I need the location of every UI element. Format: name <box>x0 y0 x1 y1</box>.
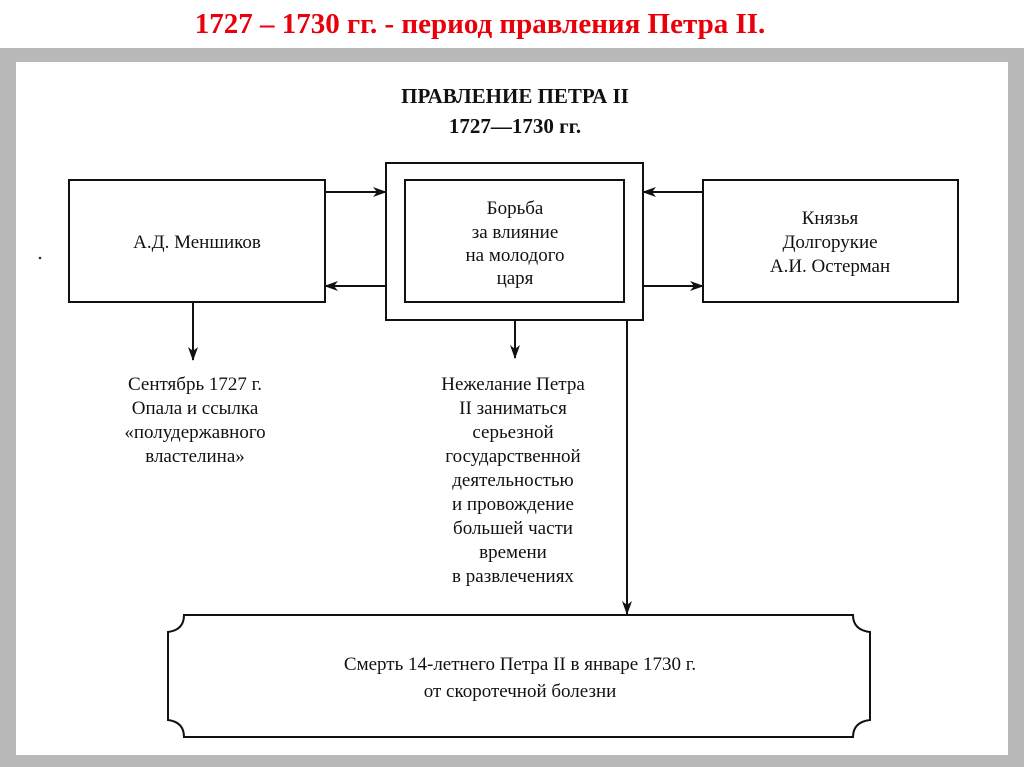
outcome-line: властелина» <box>145 446 245 467</box>
dolgorukie-box <box>702 179 959 303</box>
death-line: от скоротечной болезни <box>424 681 617 702</box>
diagram-canvas <box>16 62 1008 755</box>
outcome-line: «полудержавного <box>124 422 265 443</box>
outcome-line: в развлечениях <box>452 566 574 587</box>
menshikov-outcome: Сентябрь 1727 г. Опала и ссылка «полудер… <box>124 374 265 467</box>
dolgorukie-line: Князья <box>802 208 859 229</box>
struggle-line: за влияние <box>472 222 559 243</box>
outcome-line: государственной <box>445 446 580 467</box>
struggle-line: царя <box>497 268 534 289</box>
diagram-heading-years: 1727—1730 гг. <box>449 114 581 138</box>
dolgorukie-line: А.И. Остерман <box>770 256 890 277</box>
peter-outcome: Нежелание Петра II заниматься серьезной … <box>441 374 585 587</box>
outcome-line: Опала и ссылка <box>132 398 259 419</box>
menshikov-label: А.Д. Меншиков <box>133 232 261 253</box>
death-line: Смерть 14-летнего Петра II в январе 1730… <box>344 654 696 675</box>
struggle-line: Борьба <box>487 198 544 219</box>
outcome-line: Нежелание Петра <box>441 374 585 395</box>
outcome-line: времени <box>479 542 547 563</box>
dolgorukie-line: Долгорукие <box>782 232 877 253</box>
outcome-line: деятельностью <box>452 470 573 491</box>
outcome-line: большей части <box>453 518 573 539</box>
diagram-heading: ПРАВЛЕНИЕ ПЕТРА II <box>401 84 629 108</box>
dolgorukie-label: Князья Долгорукие А.И. Остерман <box>770 208 890 277</box>
menshikov-box <box>68 179 326 303</box>
outcome-line: серьезной <box>472 422 553 443</box>
struggle-box-inner <box>404 179 625 303</box>
outcome-line: Сентябрь 1727 г. <box>128 374 262 395</box>
struggle-label: Борьба за влияние на молодого царя <box>465 198 564 289</box>
slide-title: 1727 – 1730 гг. - период правления Петра… <box>194 8 766 40</box>
stray-dot <box>38 256 42 260</box>
outcome-line: и провождение <box>452 494 574 515</box>
slide-frame <box>0 48 1024 767</box>
outcome-line: II заниматься <box>459 398 567 419</box>
struggle-line: на молодого <box>465 245 564 266</box>
death-box <box>167 614 871 738</box>
